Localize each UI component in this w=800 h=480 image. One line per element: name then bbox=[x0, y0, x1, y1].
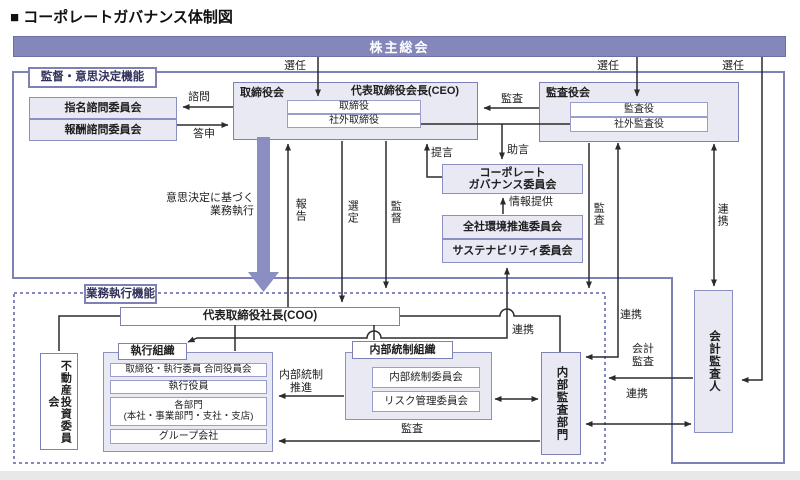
executive-officers-row: 執行役員 bbox=[110, 380, 267, 394]
internal-audit-dept-box: 内部監査部門 bbox=[541, 352, 581, 455]
accounting-auditor-box: 会計監査人 bbox=[694, 290, 733, 433]
info-provision-label: 情報提供 bbox=[509, 196, 553, 208]
exec-org-title-box: 執行組織 bbox=[118, 343, 187, 360]
cooperation-auditor-label: 連携 bbox=[626, 388, 648, 400]
joint-officers-meeting-row: 取締役・執行委員 合同役員会 bbox=[110, 363, 267, 377]
outside-auditors-row: 社外監査役 bbox=[570, 117, 708, 132]
page-bottom-strip bbox=[0, 471, 800, 480]
cooperation-vertical-label: 連携 bbox=[716, 203, 729, 227]
accounting-audit-label: 会計 監査 bbox=[632, 343, 654, 369]
board-of-directors-title: 取締役会 bbox=[240, 87, 284, 99]
outside-directors-row: 社外取締役 bbox=[287, 114, 421, 128]
governance-committee-box: コーポレート ガバナンス委員会 bbox=[442, 164, 583, 194]
audit-board-title: 監査役会 bbox=[546, 87, 590, 99]
president-coo-box: 代表取締役社長(COO) bbox=[120, 307, 400, 326]
advice-label: 助言 bbox=[507, 144, 529, 156]
shareholders-meeting-bar: 株主総会 bbox=[13, 36, 786, 57]
election-auditor-label: 選任 bbox=[722, 60, 744, 72]
supervision-frame-border bbox=[12, 71, 785, 464]
supervision-section-label: 監督・意思決定機能 bbox=[28, 67, 157, 88]
internal-control-committee-row: 内部統制委員会 bbox=[372, 367, 480, 388]
sustainability-committee-box: サステナビリティ委員会 bbox=[442, 239, 583, 263]
execution-section-label: 業務執行機能 bbox=[84, 284, 157, 304]
real-estate-investment-committee-box: 不動産投資委員会 bbox=[40, 353, 78, 450]
directors-row: 取締役 bbox=[287, 100, 421, 114]
audit-to-board-label: 監査 bbox=[501, 93, 523, 105]
selection-label: 選定 bbox=[346, 200, 359, 224]
nomination-advisory-committee-box: 指名諮問委員会 bbox=[29, 97, 177, 119]
group-companies-row: グループ会社 bbox=[110, 429, 267, 444]
election-audit-board-label: 選任 bbox=[597, 60, 619, 72]
accounting-auditor-label: 会計監査人 bbox=[707, 330, 720, 393]
risk-management-committee-row: リスク管理委員会 bbox=[372, 391, 480, 412]
diagram-title: ■ コーポレートガバナンス体制図 bbox=[10, 9, 233, 26]
real-estate-investment-committee-label: 不動産投資委員会 bbox=[47, 359, 72, 444]
supervision-label: 監督 bbox=[389, 200, 402, 224]
audit-vertical-label: 監査 bbox=[592, 202, 605, 226]
internal-control-promotion-label: 内部統制 推進 bbox=[279, 369, 323, 395]
audit-bottom-label: 監査 bbox=[401, 423, 423, 435]
departments-row: 各部門 (本社・事業部門・支社・支店) bbox=[110, 397, 267, 426]
compensation-advisory-committee-box: 報酬諮問委員会 bbox=[29, 119, 177, 141]
execution-based-on-decisions-label: 意思決定に基づく 業務執行 bbox=[166, 192, 254, 218]
internal-audit-dept-label: 内部監査部門 bbox=[555, 366, 568, 441]
report-back-label: 答申 bbox=[193, 128, 215, 140]
report-label: 報告 bbox=[294, 198, 307, 222]
auditors-row: 監査役 bbox=[570, 102, 708, 117]
internal-control-title-box: 内部統制組織 bbox=[352, 341, 453, 359]
environment-committee-box: 全社環境推進委員会 bbox=[442, 215, 583, 239]
proposal-label: 提言 bbox=[431, 147, 453, 159]
cooperation-coo-label: 連携 bbox=[512, 324, 534, 336]
ceo-chairman-label: 代表取締役会長(CEO) bbox=[350, 85, 460, 97]
consultation-label: 諮問 bbox=[188, 91, 210, 103]
election-board-label: 選任 bbox=[284, 60, 306, 72]
cooperation-audit-dept-label: 連携 bbox=[620, 309, 642, 321]
